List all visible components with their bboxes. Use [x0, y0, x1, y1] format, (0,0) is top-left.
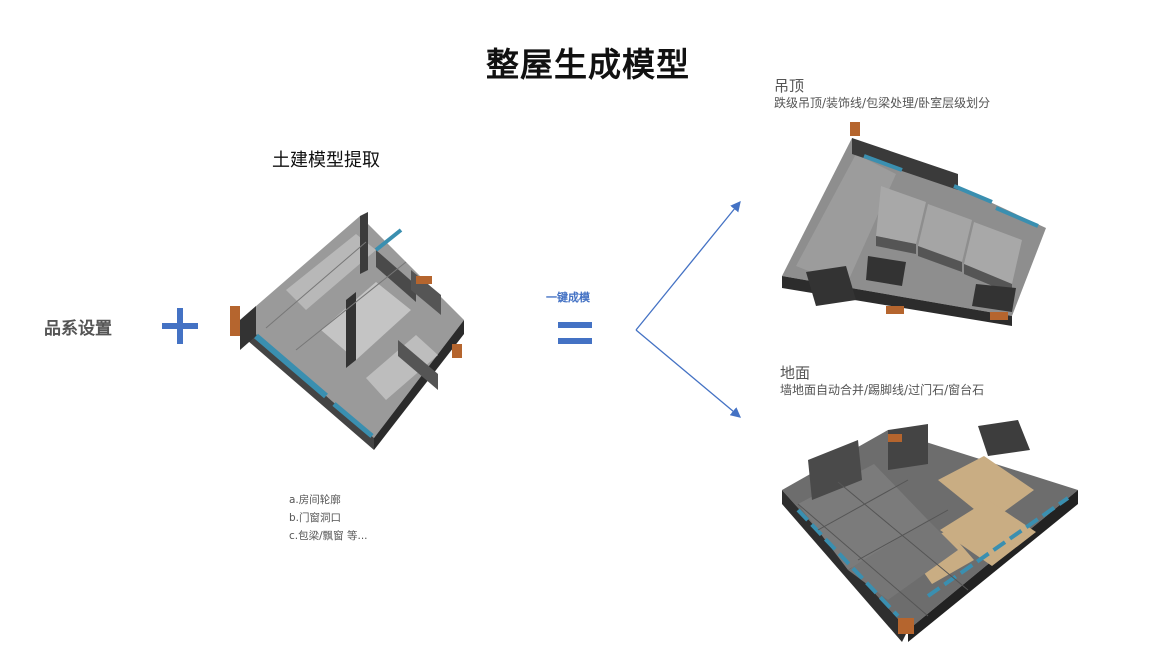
note-item: c.包梁/飘窗 等... — [289, 530, 368, 542]
page-title: 整屋生成模型 — [486, 45, 690, 84]
floor-title: 地面 — [780, 364, 811, 382]
one-click-label: 一键成模 — [546, 291, 590, 304]
floor-subtitle: 墙地面自动合并/踢脚线/过门石/窗台石 — [780, 383, 985, 397]
civil-model-heading: 土建模型提取 — [272, 150, 380, 171]
ceiling-model-image — [782, 122, 1046, 326]
floor-model-image — [782, 420, 1078, 642]
civil-model-image — [230, 212, 464, 450]
ceiling-subtitle: 跌级吊顶/装饰线/包梁处理/卧室层级划分 — [774, 96, 991, 110]
note-item: a.房间轮廓 — [289, 494, 341, 506]
product-series-label: 品系设置 — [44, 319, 112, 339]
plus-icon — [162, 308, 198, 344]
note-item: b.门窗洞口 — [289, 512, 342, 524]
equals-icon — [558, 322, 592, 346]
arrow-to-floor — [635, 329, 741, 418]
ceiling-section-header: 吊顶 跌级吊顶/装饰线/包梁处理/卧室层级划分 — [774, 77, 990, 111]
civil-notes: a.房间轮廓 b.门窗洞口 c.包梁/飘窗 等... — [289, 491, 368, 545]
ceiling-title: 吊顶 — [774, 77, 805, 95]
floor-section-header: 地面 墙地面自动合并/踢脚线/过门石/窗台石 — [780, 364, 984, 398]
arrow-to-ceiling — [635, 200, 741, 331]
